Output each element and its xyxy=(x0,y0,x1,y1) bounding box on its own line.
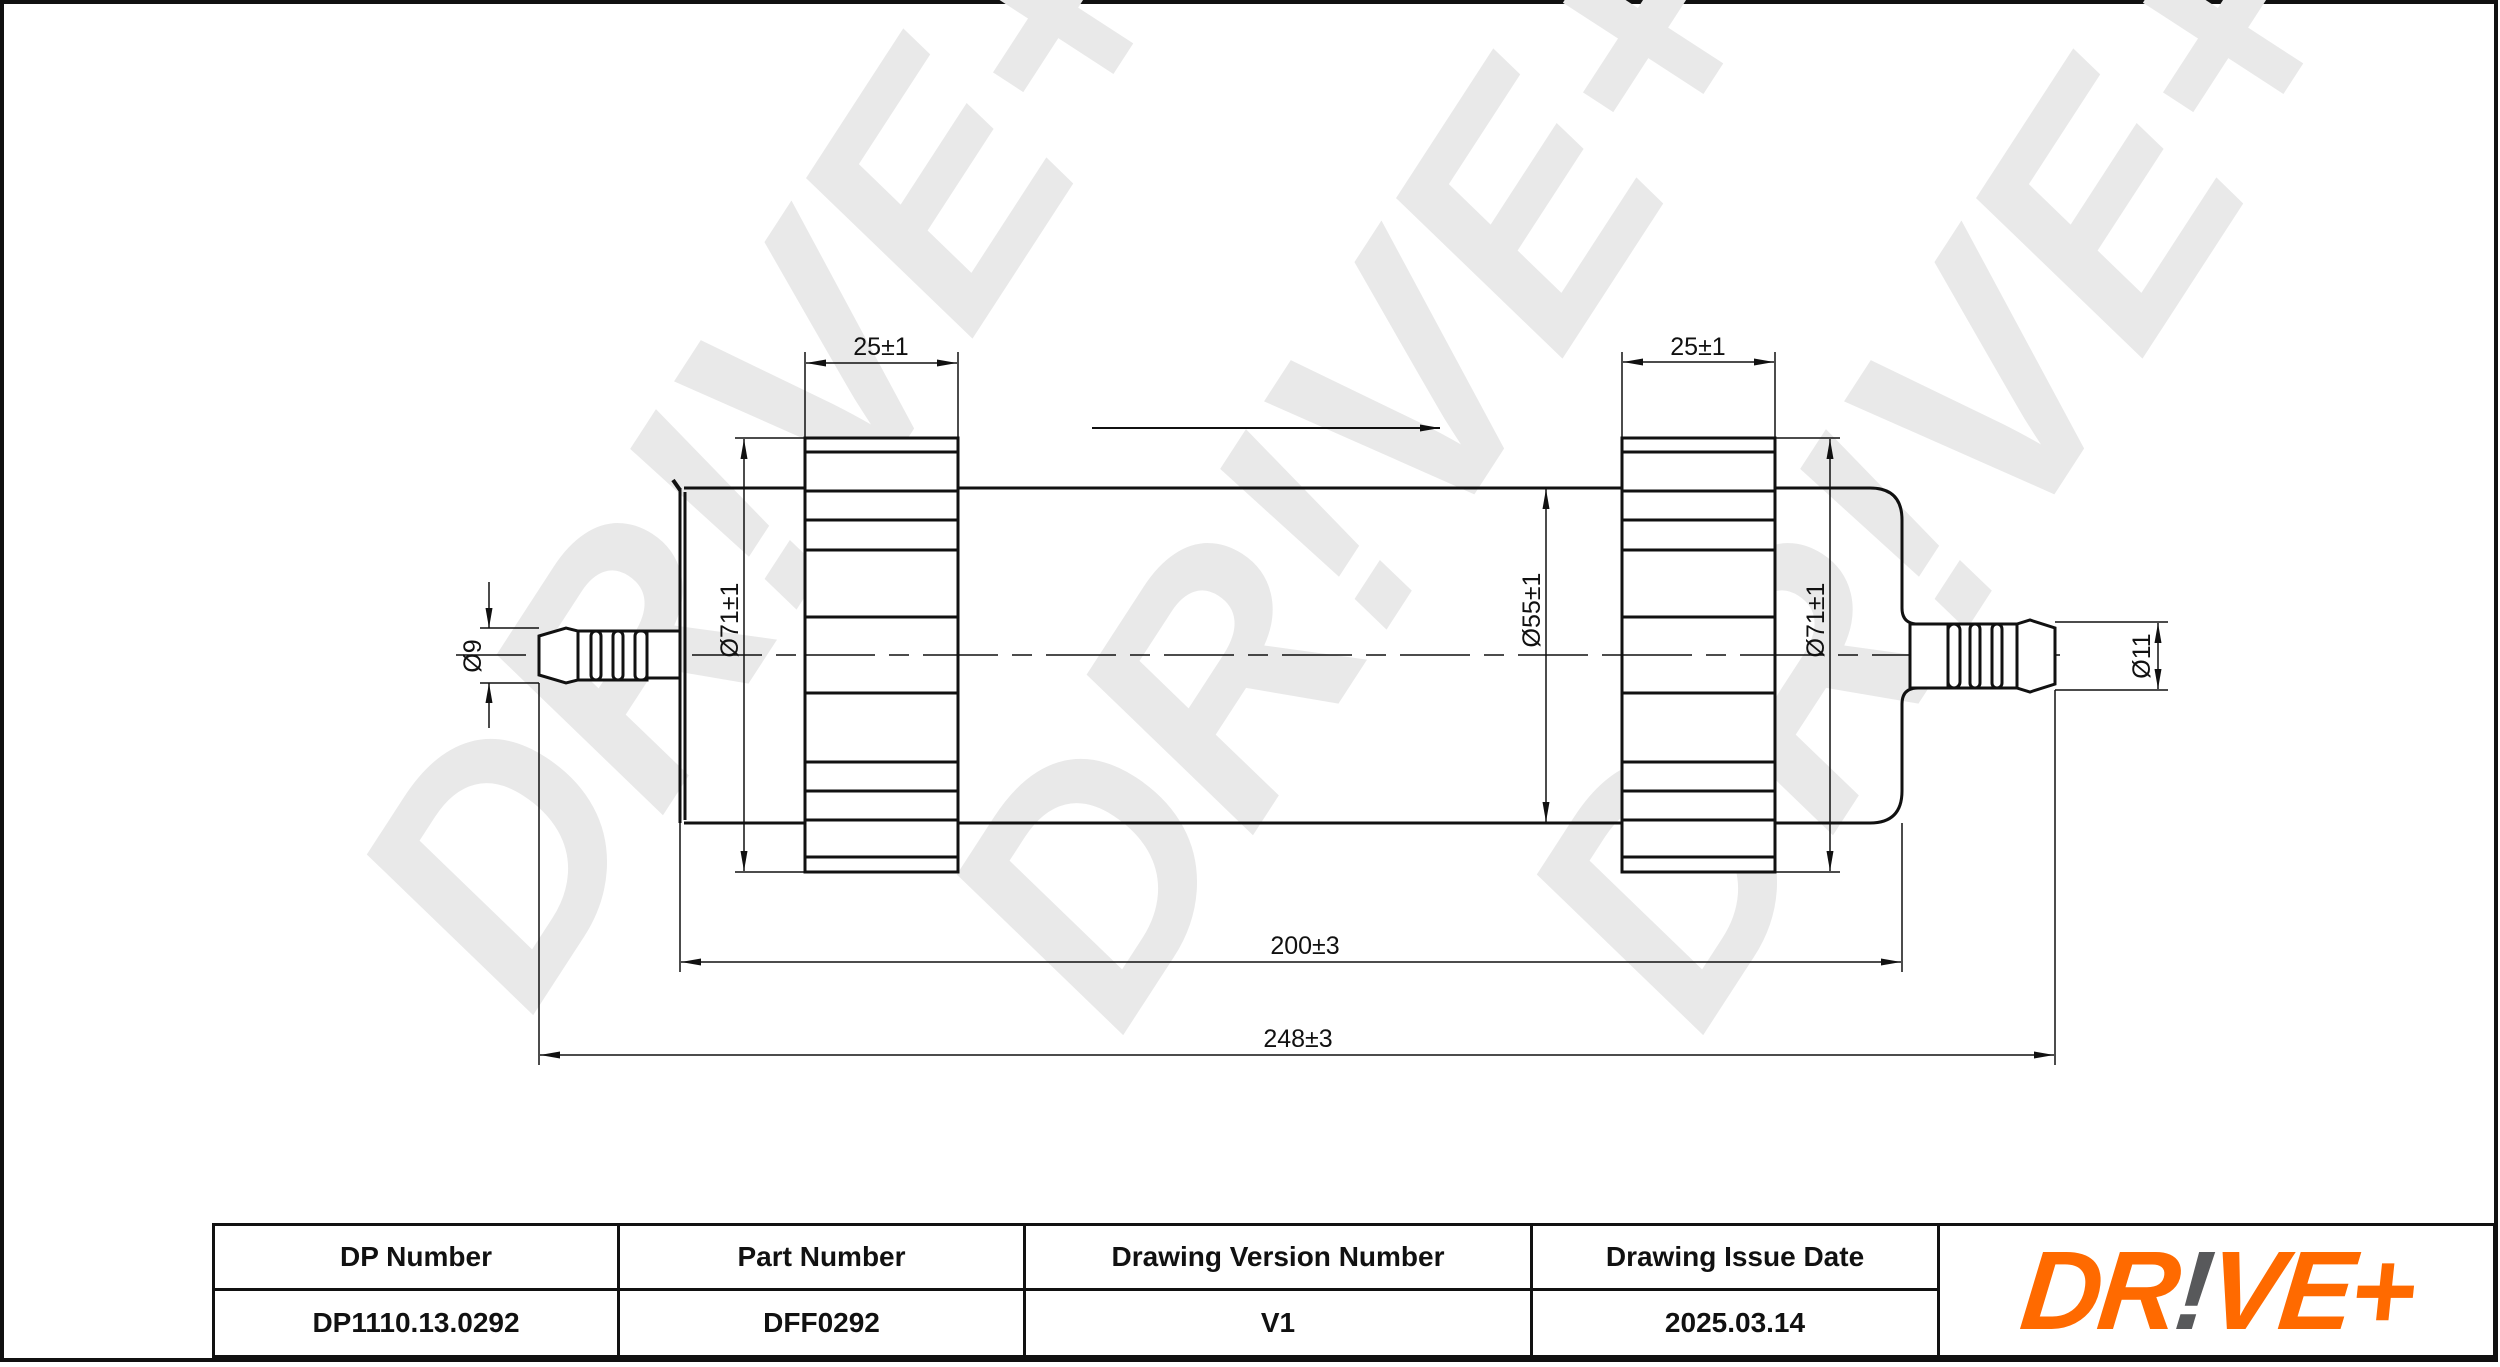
header-issue-date: Drawing Issue Date xyxy=(1530,1223,1940,1291)
header-drawing-version: Drawing Version Number xyxy=(1023,1223,1533,1291)
label-body-diameter: Ø55±1 xyxy=(1518,573,1546,648)
label-right-flange-diameter: Ø71±1 xyxy=(1802,583,1830,658)
label-overall-length: 248±3 xyxy=(1263,1025,1332,1053)
dim-left-flange-width xyxy=(804,352,959,438)
title-block-header-row: DP Number Part Number Drawing Version Nu… xyxy=(212,1223,2496,1358)
dim-inlet-diameter xyxy=(480,582,539,728)
drive-logo: DR!VE+ xyxy=(2015,1227,2419,1353)
label-left-flange-diameter: Ø71±1 xyxy=(716,583,744,658)
value-drawing-version: V1 xyxy=(1023,1288,1533,1358)
label-right-flange-width: 25±1 xyxy=(1670,333,1725,361)
dim-outlet-diameter xyxy=(2055,621,2168,691)
label-body-length: 200±3 xyxy=(1270,932,1339,960)
header-part-number: Part Number xyxy=(617,1223,1026,1291)
label-inlet-diameter: Ø9 xyxy=(459,639,487,672)
value-issue-date: 2025.03.14 xyxy=(1530,1288,1940,1358)
value-dp-number: DP1110.13.0292 xyxy=(212,1288,620,1358)
dim-right-flange-diameter xyxy=(1775,437,1840,873)
dim-body-length xyxy=(679,823,1903,972)
label-outlet-diameter: Ø11 xyxy=(2128,633,2156,678)
dim-overall-length xyxy=(538,683,2056,1065)
outlet-connector xyxy=(1908,618,2057,694)
header-dp-number: DP Number xyxy=(212,1223,620,1291)
logo-cell: DR!VE+ xyxy=(1937,1223,2496,1358)
title-block: DP Number Part Number Drawing Version Nu… xyxy=(212,1223,2497,1362)
title-block-table: DP Number Part Number Drawing Version Nu… xyxy=(212,1223,2496,1358)
title-block-value-row: DP1110.13.0292 DFF0292 V1 2025.03.14 xyxy=(212,1288,2495,1358)
dim-left-flange-diameter xyxy=(735,437,805,873)
dim-right-flange-width xyxy=(1621,352,1776,438)
value-part-number: DFF0292 xyxy=(617,1288,1026,1358)
filter-outline xyxy=(456,352,2168,1065)
inlet-connector xyxy=(537,626,682,685)
label-left-flange-width: 25±1 xyxy=(853,333,908,361)
